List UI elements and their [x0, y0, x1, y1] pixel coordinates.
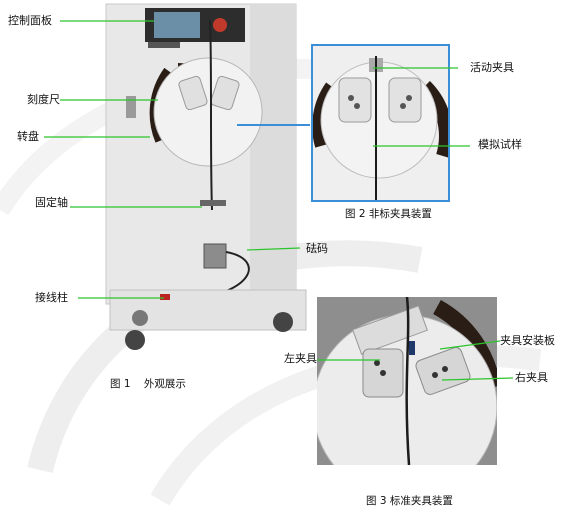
label-terminal: 接线柱	[35, 291, 68, 304]
caption-figure-2: 图 2 非标夹具装置	[345, 208, 432, 220]
label-control-panel: 控制面板	[8, 14, 52, 27]
label-weight: 砝码	[306, 242, 328, 255]
label-fixed-shaft: 固定轴	[35, 196, 68, 209]
label-scale: 刻度尺	[27, 93, 60, 106]
label-movable-clamp: 活动夹具	[470, 61, 514, 74]
caption-figure-3: 图 3 标准夹具装置	[366, 495, 453, 507]
label-left-clamp: 左夹具	[284, 352, 317, 365]
label-turntable: 转盘	[17, 130, 39, 143]
caption-figure-1: 图 1 外观展示	[110, 378, 186, 390]
label-clamp-plate: 夹具安装板	[500, 334, 555, 347]
appliance-photo	[100, 0, 310, 360]
nonstandard-clamp-photo	[311, 44, 450, 202]
standard-clamp-photo	[317, 297, 497, 465]
label-right-clamp: 右夹具	[515, 371, 548, 384]
label-sample: 模拟试样	[478, 138, 522, 151]
